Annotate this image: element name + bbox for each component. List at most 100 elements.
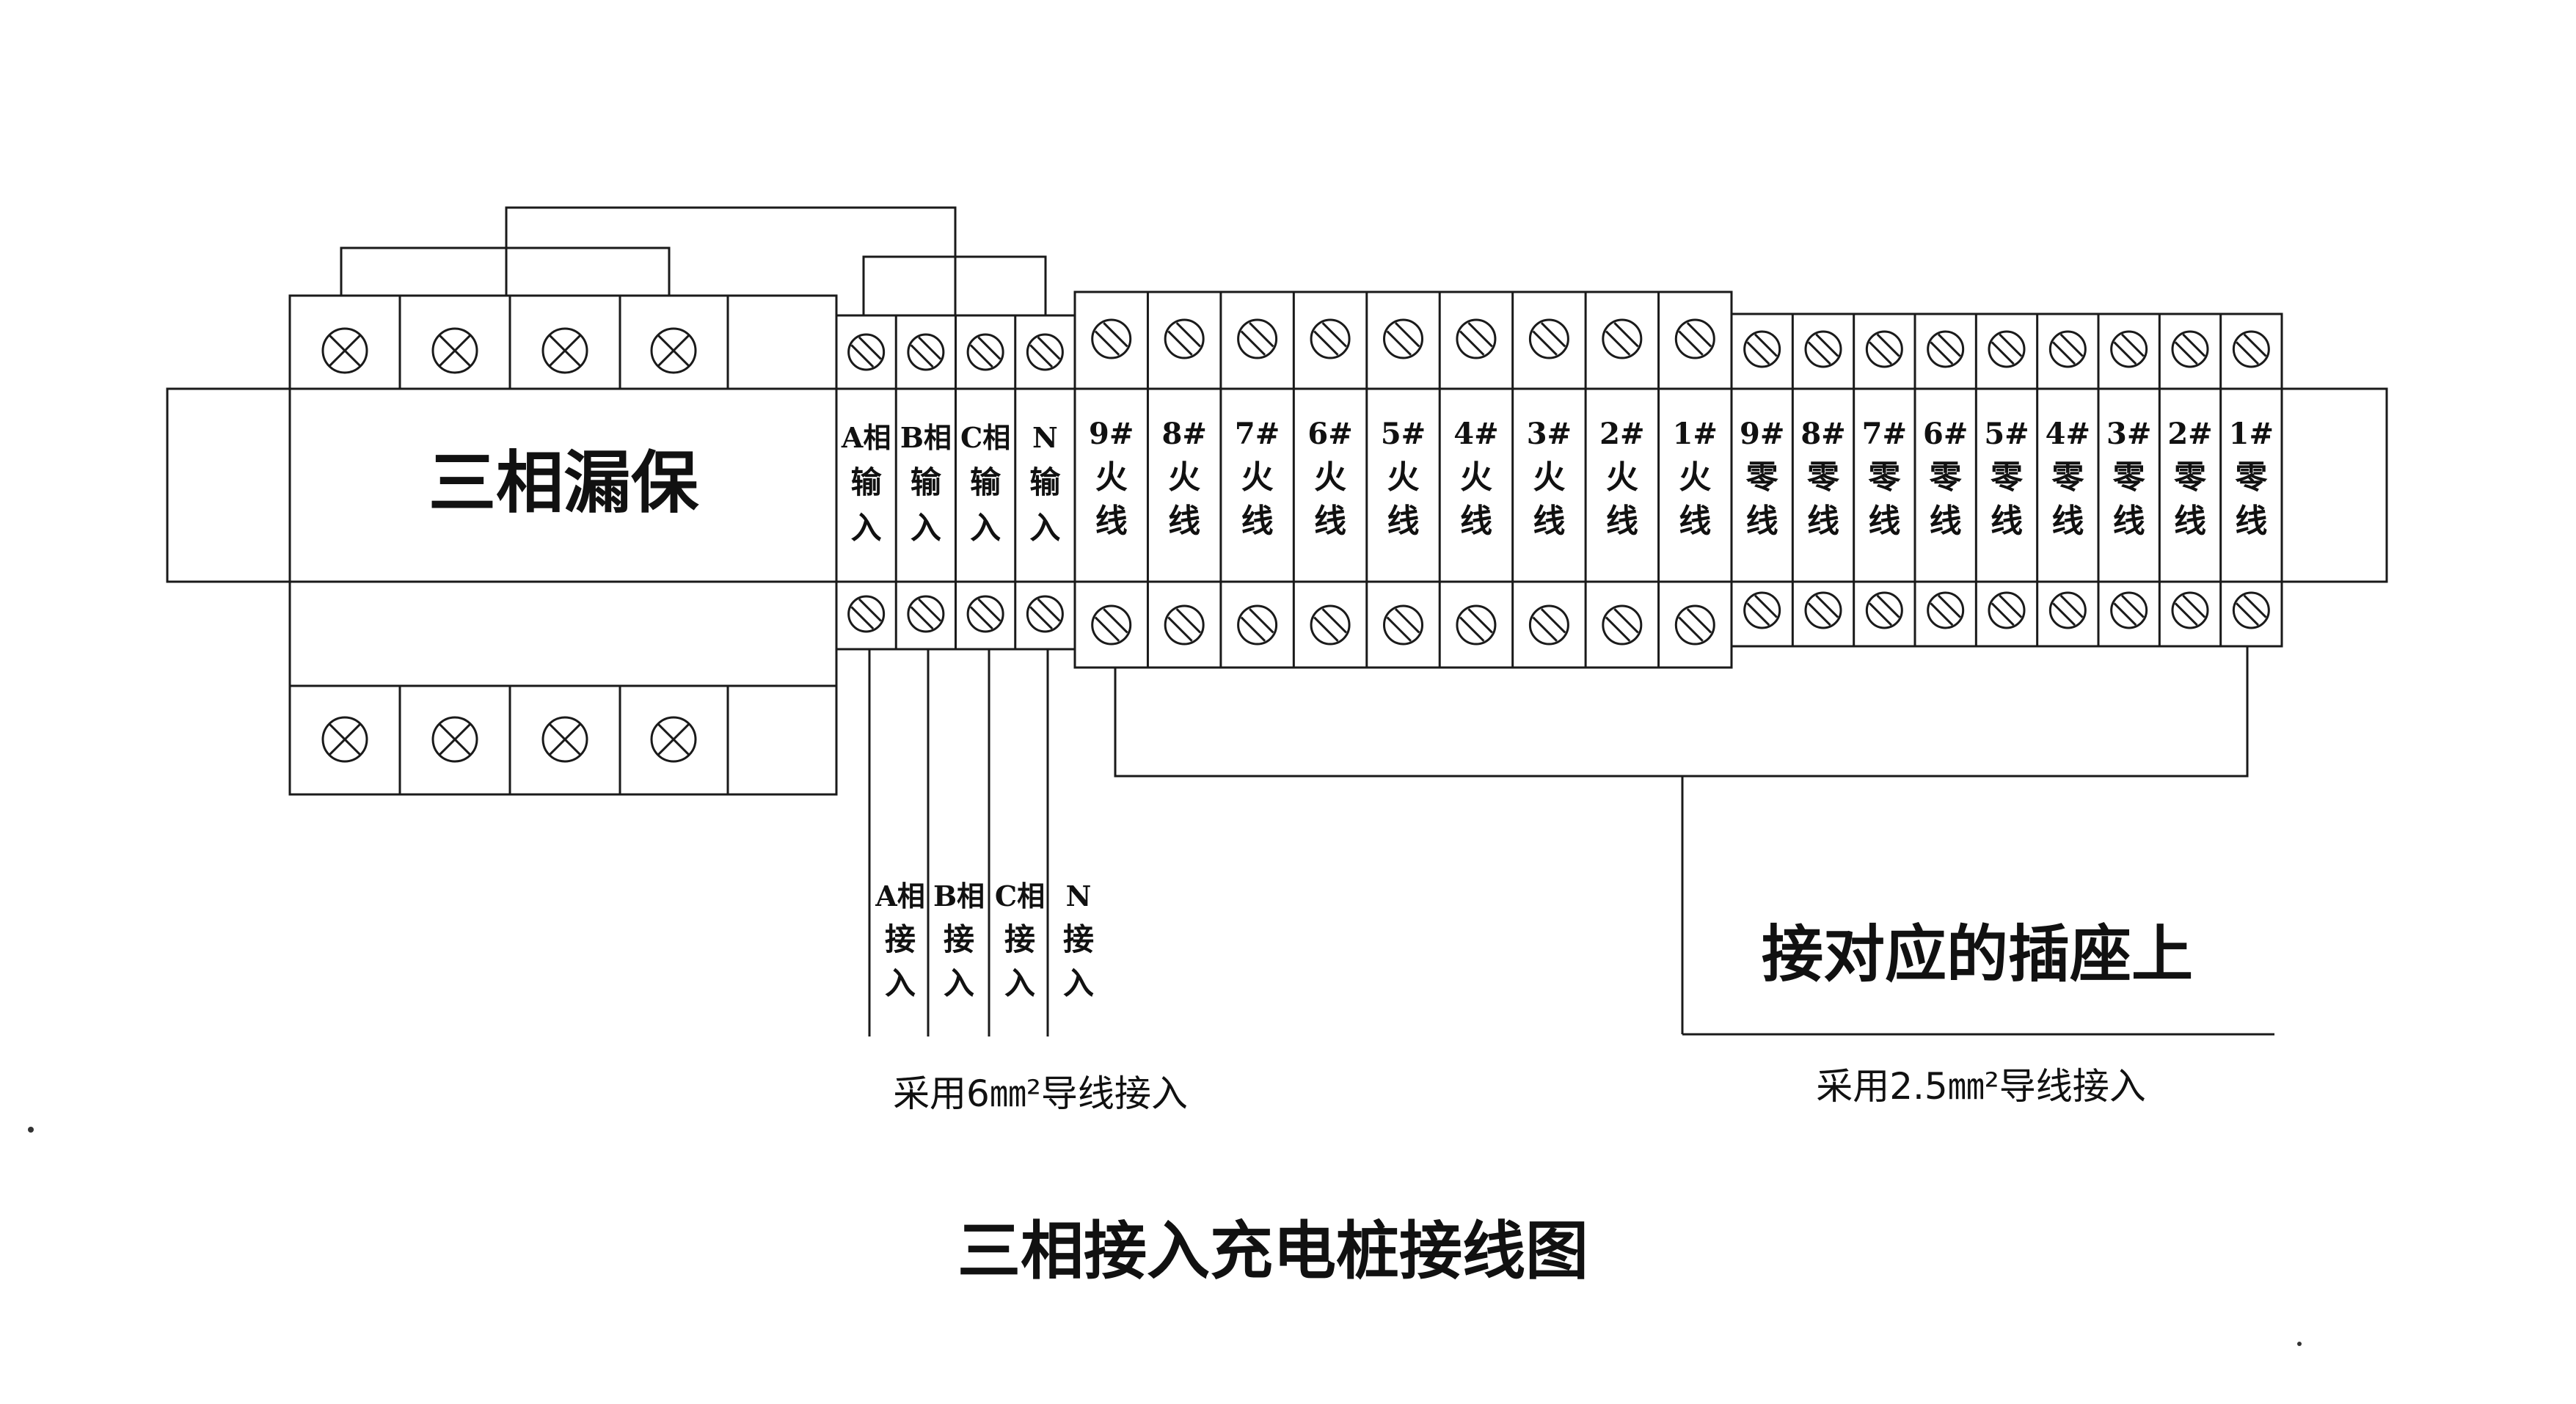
slot-screw-icon [1927, 330, 1965, 368]
cross-screw-icon [541, 716, 588, 763]
slot-screw-icon [1804, 591, 1842, 629]
input-terminal-label-line: B相 [900, 421, 952, 454]
neutral-terminal-label-line: 线 [1746, 502, 1778, 540]
input-terminal-label-line: 入 [851, 510, 882, 546]
scan-speck [28, 1127, 34, 1133]
cross-screw-icon [650, 716, 697, 763]
neutral-terminal-label-line: 7# [1862, 417, 1907, 451]
neutral-terminal-label-line: 9# [1740, 417, 1784, 451]
feed-label-line: 接 [1004, 921, 1035, 957]
neutral-terminal-label-line: 零 [1868, 458, 1901, 496]
slot-screw-icon [1988, 330, 2026, 368]
neutral-terminal-label-line: 零 [1991, 458, 2024, 496]
slot-screw-icon [966, 333, 1004, 371]
slot-screw-icon [1528, 318, 1569, 359]
input-terminal-label-line: N [1032, 421, 1058, 454]
live-labels: 9#火线8#火线7#火线6#火线5#火线4#火线3#火线2#火线1#火线 [1089, 417, 1718, 540]
slot-screw-icon [1164, 604, 1205, 646]
live-terminal-label-line: 5# [1381, 417, 1426, 451]
live-terminal-label-line: 2# [1599, 417, 1644, 451]
neutral-terminal-label-line: 3# [2106, 417, 2151, 451]
live-terminal-label-line: 火 [1533, 458, 1565, 496]
feed-label-line: N [1066, 880, 1092, 913]
neutral-terminal-label-line: 8# [1800, 417, 1845, 451]
slot-screw-icon [1674, 604, 1715, 646]
live-terminal-label-line: 6# [1307, 417, 1352, 451]
live-terminal-label-line: 火 [1168, 458, 1200, 496]
input-terminal-label-line: 输 [1029, 464, 1061, 500]
slot-screw-icon [1528, 604, 1569, 646]
live-terminal-block: 9#火线8#火线7#火线6#火线5#火线4#火线3#火线2#火线1#火线 [1073, 290, 1733, 669]
slot-screw-icon [1456, 604, 1497, 646]
slot-screw-icon [1383, 318, 1423, 359]
slot-screw-icon [2048, 591, 2087, 629]
live-terminal-label-line: 火 [1241, 458, 1274, 496]
wire-note-right: 采用2.5㎜²导线接入 [1816, 1065, 2146, 1108]
slot-screw-icon [2171, 591, 2209, 629]
live-terminal-label-line: 火 [1387, 458, 1420, 496]
neutral-terminal-label-line: 线 [1868, 502, 1900, 540]
neutral-terminal-label-line: 线 [2051, 502, 2084, 540]
cross-screw-icon [321, 327, 368, 374]
breaker-screws [321, 327, 697, 763]
live-terminal-label-line: 线 [1241, 502, 1274, 540]
neutral-terminal-label-line: 线 [1807, 502, 1839, 540]
socket-note: 接对应的插座上 [1762, 918, 2193, 990]
live-terminal-label: 3#火线 [1527, 417, 1572, 540]
cross-screw-icon [431, 716, 478, 763]
slot-screw-icon [1602, 604, 1643, 646]
slot-screw-icon [2232, 591, 2270, 629]
cross-screw-icon [650, 327, 697, 374]
neutral-terminal-label-line: 4# [2046, 417, 2090, 451]
live-terminal-label-line: 线 [1679, 502, 1711, 540]
neutral-terminal-label-line: 线 [2113, 502, 2145, 540]
live-terminal-label: 5#火线 [1381, 417, 1426, 540]
feed-wires [868, 649, 1049, 1036]
breaker-label: 三相漏保 [428, 444, 699, 522]
cross-screw-icon [431, 327, 478, 374]
slot-screw-icon [1674, 318, 1715, 359]
live-terminal-label-line: 火 [1606, 458, 1638, 496]
input-terminal-label-line: 入 [911, 510, 941, 546]
slot-screw-icon [1865, 591, 1903, 629]
slot-screw-icon [1927, 591, 1965, 629]
neutral-labels: 9#零线8#零线7#零线6#零线5#零线4#零线3#零线2#零线1#零线 [1740, 417, 2274, 540]
feed-label-line: B相 [933, 880, 985, 913]
live-terminal-label: 6#火线 [1307, 417, 1352, 540]
input-terminal-label: N输入 [1029, 421, 1061, 546]
neutral-terminal-label: 5#零线 [1984, 417, 2029, 540]
live-terminal-label-line: 9# [1089, 417, 1134, 451]
neutral-terminal-label: 9#零线 [1740, 417, 1784, 540]
feed-label-line: 接 [1063, 921, 1094, 957]
live-terminal-label-line: 线 [1095, 502, 1128, 540]
live-terminal-label: 4#火线 [1453, 417, 1498, 540]
live-terminal-label-line: 4# [1453, 417, 1498, 451]
slot-screw-icon [1310, 318, 1351, 359]
live-terminal-label-line: 8# [1161, 417, 1206, 451]
neutral-terminal-label: 7# 零线 [1862, 417, 1907, 540]
slot-screw-icon [2110, 591, 2148, 629]
live-terminal-label: 1#火线 [1673, 417, 1718, 540]
feed-label-line: 入 [885, 965, 916, 1001]
neutral-terminal-label: 4#零线 [2046, 417, 2090, 540]
input-terminal-label-line: 输 [851, 464, 883, 500]
neutral-terminal-block: 9#零线8#零线7#零线6#零线5#零线4#零线3#零线2#零线1#零线 [1730, 312, 2283, 648]
input-terminal-label-line: 输 [911, 464, 942, 500]
slot-screw-icon [907, 333, 945, 371]
feed-label-line: 入 [1063, 965, 1094, 1001]
neutral-terminal-label-line: 1# [2229, 417, 2274, 451]
slot-screw-icon [1383, 604, 1423, 646]
neutral-terminal-label-line: 零 [2113, 458, 2146, 496]
slot-screw-icon [847, 333, 886, 371]
neutral-screws [1743, 330, 2270, 629]
neutral-terminal-label: 1#零线 [2229, 417, 2274, 540]
input-terminal-label-line: C相 [960, 421, 1010, 454]
live-terminal-label-line: 线 [1460, 502, 1492, 540]
